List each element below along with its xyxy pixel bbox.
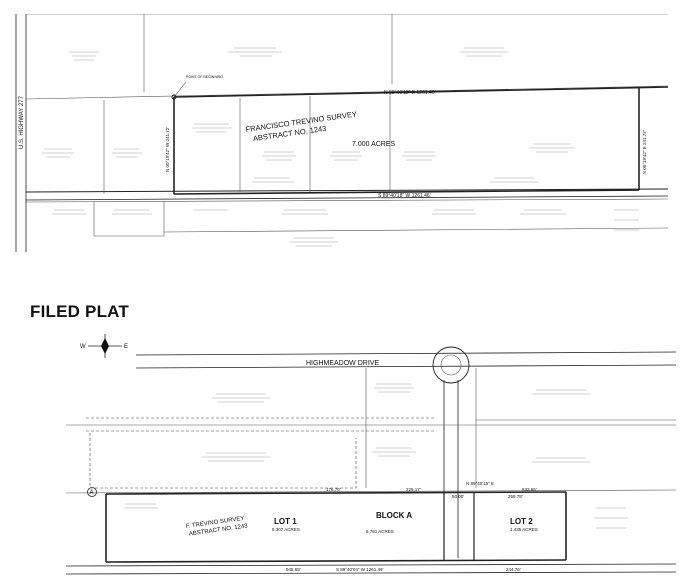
north-bearing: N 89°40'18" E 1261.46' <box>384 90 436 96</box>
dim-c: 533.65' <box>522 487 537 492</box>
east-bearing: S 00°19'42" E 241.72' <box>642 130 647 174</box>
block-acres: 6.761 ACRES <box>366 529 394 534</box>
plat-note-blocks <box>124 383 628 529</box>
south-bearing: S 89°40'18" W 1261.46' <box>378 193 431 199</box>
bearing-north: N 89°40'15" E <box>466 481 494 486</box>
lot2-label: LOT 2 <box>510 517 533 526</box>
street-label: HIGHMEADOW DRIVE <box>306 360 379 367</box>
compass-rose: W E <box>80 334 128 358</box>
west-bearing: N 00°19'42" W 241.72' <box>165 127 170 172</box>
dim-g: 244.76' <box>506 567 521 572</box>
marker-label: A <box>90 490 94 496</box>
dim-a: 176.70' <box>326 487 341 492</box>
plat-drawing: W E HIGHMEADOW DRIVE A LOT 1 5.307 ACRES… <box>66 328 676 586</box>
lot1-acres: 5.307 ACRES <box>272 527 300 532</box>
survey-acres: 7.000 ACRES <box>352 141 396 148</box>
compass-w: W <box>80 344 86 350</box>
dim-b: 225.17' <box>406 487 421 492</box>
compass-e: E <box>124 344 128 350</box>
filed-plat-heading: FILED PLAT <box>30 302 129 321</box>
plat-svg: W E HIGHMEADOW DRIVE A LOT 1 5.307 ACRES… <box>66 334 676 575</box>
survey-svg: U.S. HIGHWAY 277 POINT OF BEGINNING FRAN… <box>15 14 668 252</box>
block-label: BLOCK A <box>376 511 412 520</box>
highway-label: U.S. HIGHWAY 277 <box>19 95 25 149</box>
lot2-acres: 1.435 ACRES <box>510 527 538 532</box>
dim-f: 945.68' <box>286 567 301 572</box>
deed-text-blocks <box>42 47 639 247</box>
dim-e: 259.78' <box>508 494 523 499</box>
bearing-south: S 89°40'04" W 1261.46' <box>336 567 384 572</box>
lot1-label: LOT 1 <box>274 517 297 526</box>
dim-d: 50.00' <box>452 494 464 499</box>
survey-drawing: U.S. HIGHWAY 277 POINT OF BEGINNING FRAN… <box>14 14 668 264</box>
beginning-label: POINT OF BEGINNING <box>186 75 223 79</box>
